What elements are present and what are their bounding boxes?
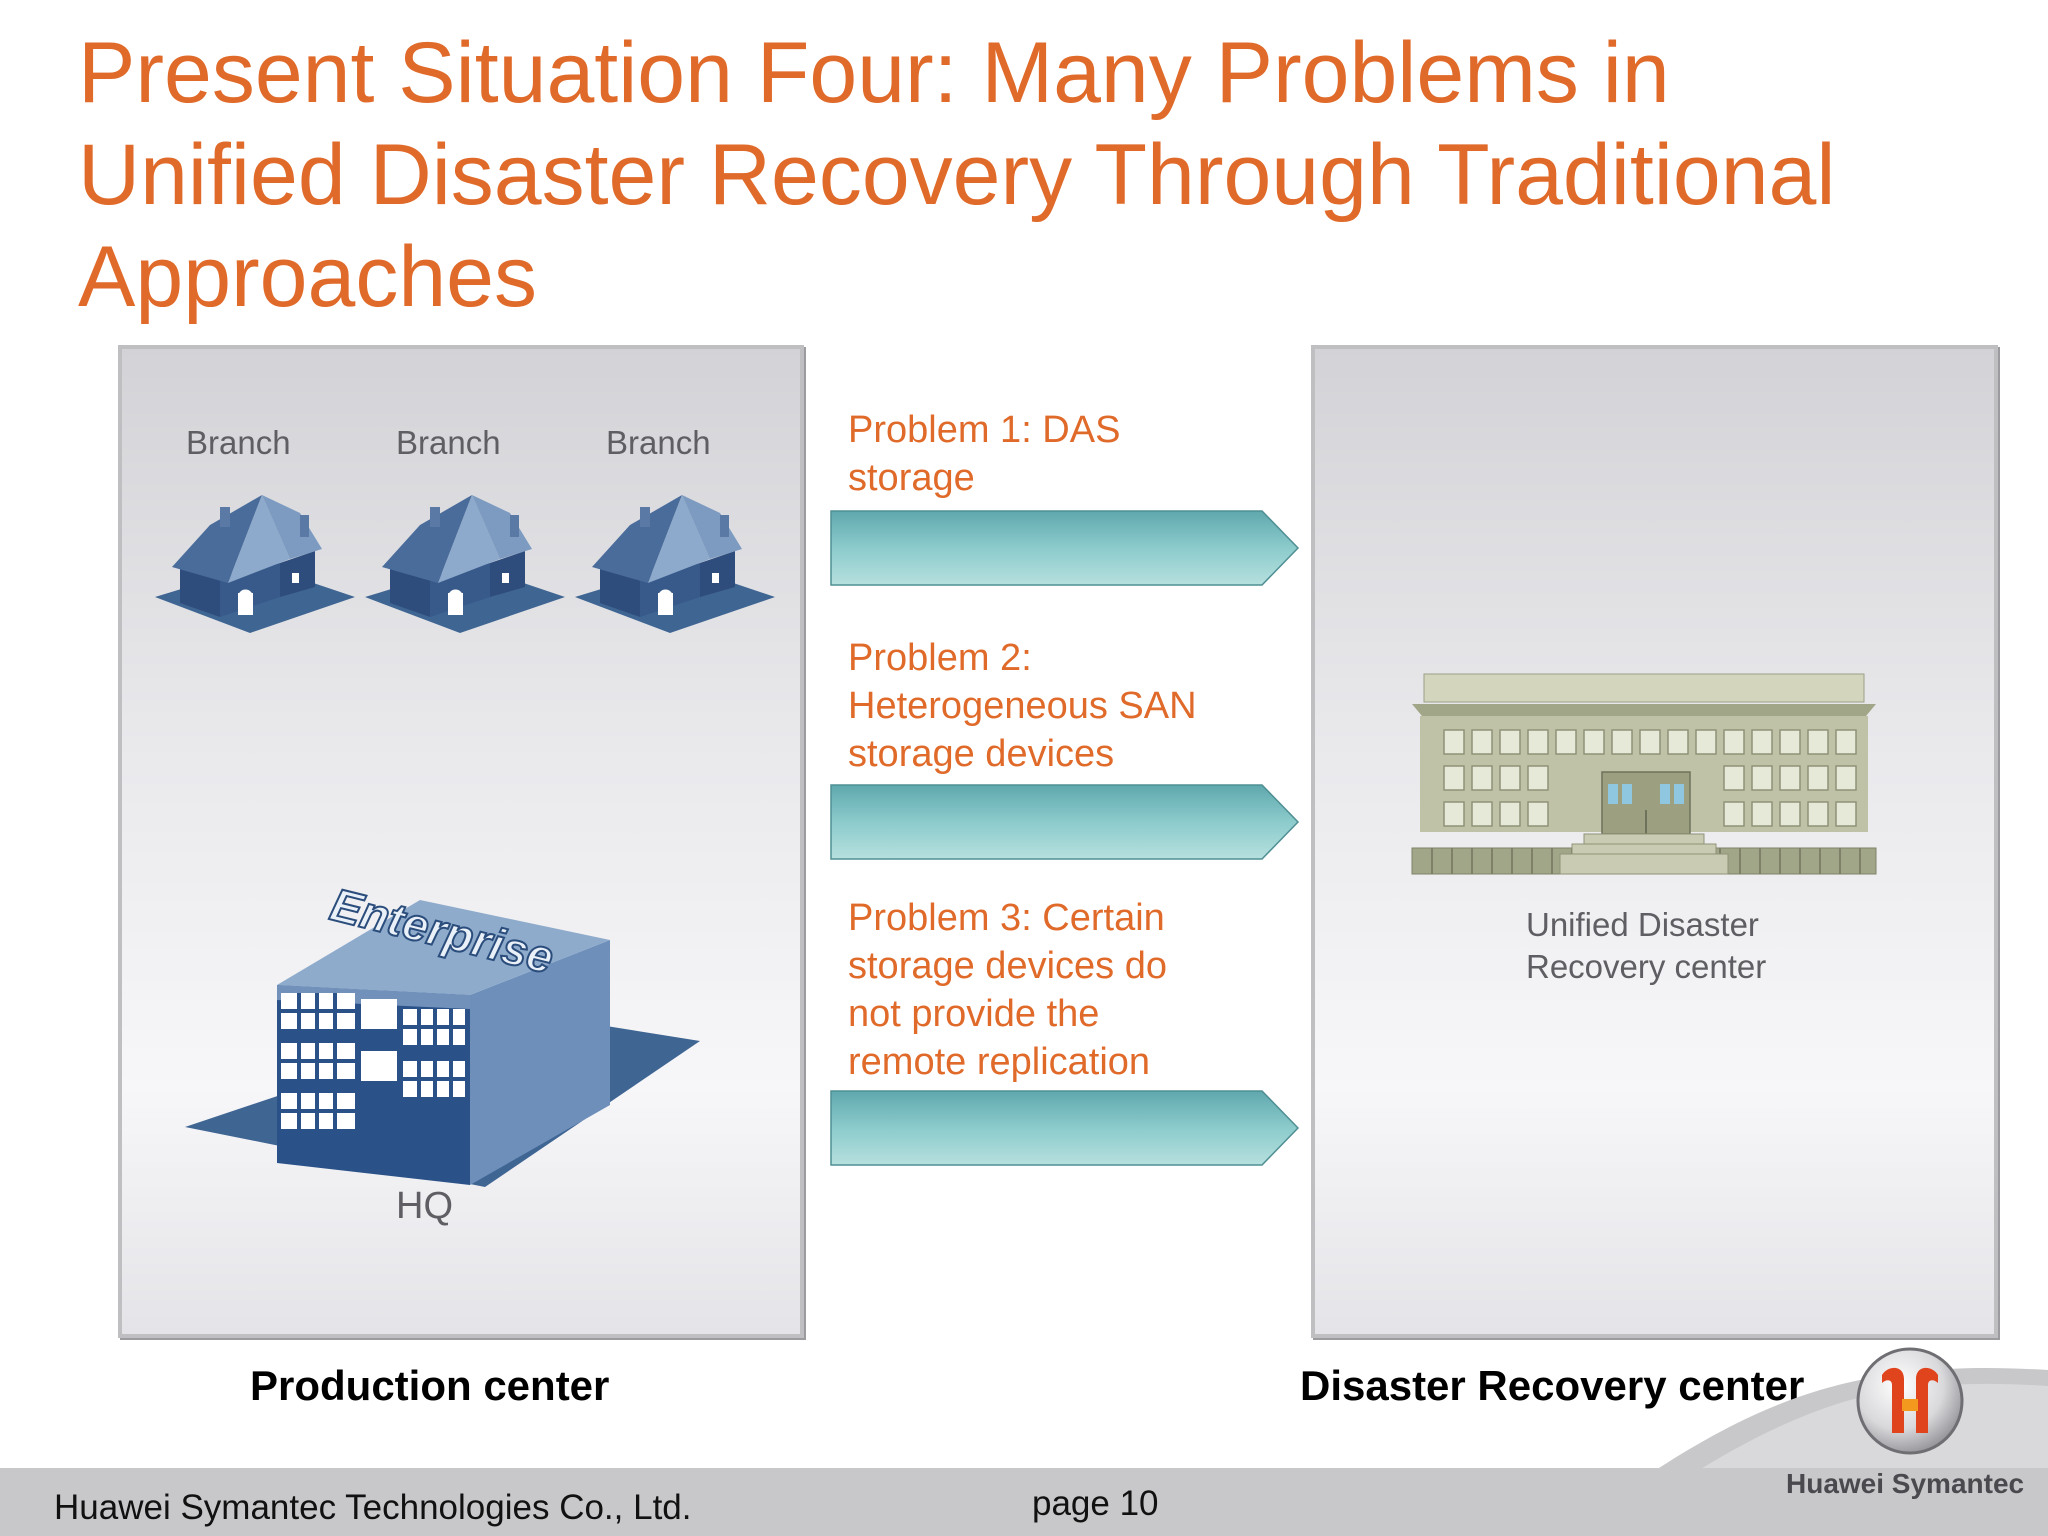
branch-label-2: Branch <box>396 424 501 461</box>
page-title: Present Situation Four: Many Problems in… <box>78 25 1836 325</box>
logo-icon <box>1856 1347 1964 1455</box>
enterprise-building-icon: Enterprise <box>185 877 700 1187</box>
production-center-caption: Production center <box>250 1362 610 1409</box>
problem-3-text: Problem 3: Certain storage devices do no… <box>848 897 1167 1083</box>
unified-recovery-label: Unified Disaster Recovery center <box>1526 906 1767 985</box>
arrow-icon <box>830 1090 1300 1166</box>
logo-text: Huawei Symantec <box>1786 1468 2025 1499</box>
problem-1-text: Problem 1: DAS storage <box>848 409 1121 499</box>
branch-label-3: Branch <box>606 424 711 461</box>
house-icon <box>575 495 775 633</box>
hq-label: HQ <box>396 1185 453 1227</box>
house-icon <box>155 495 355 633</box>
company-name: Huawei Symantec Technologies Co., Ltd. <box>54 1488 692 1527</box>
arrow-icon <box>830 510 1300 586</box>
problem-2-text: Problem 2: Heterogeneous SAN storage dev… <box>848 637 1197 775</box>
disaster-recovery-caption: Disaster Recovery center <box>1300 1362 1805 1409</box>
branch-label-1: Branch <box>186 424 291 461</box>
page-number: page 10 <box>1032 1484 1159 1523</box>
recovery-building-icon <box>1411 673 1877 875</box>
house-icon <box>365 495 565 633</box>
arrow-icon <box>830 784 1300 860</box>
footer-bar <box>0 1468 2048 1536</box>
